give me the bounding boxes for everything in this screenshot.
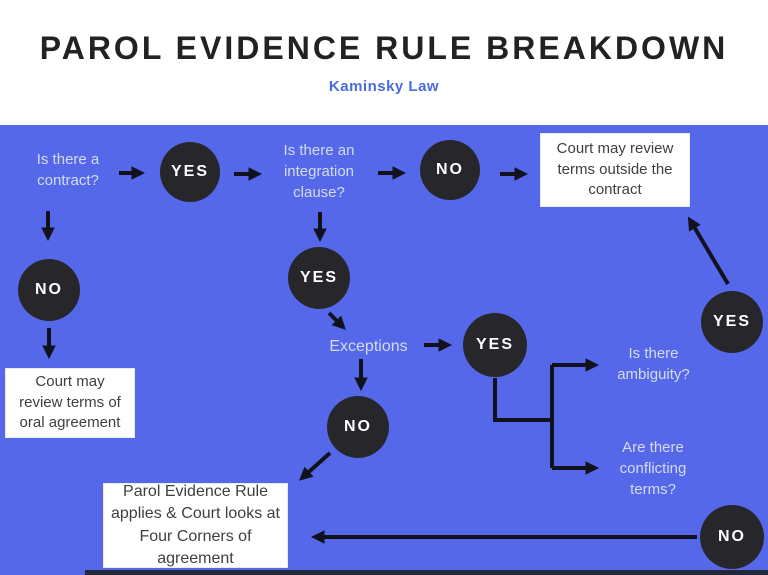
node-yes-exceptions: YES bbox=[463, 313, 527, 377]
question-ambiguity: Is there ambiguity? bbox=[617, 345, 690, 383]
arrow-no-to-fourcorners-box bbox=[298, 451, 332, 481]
bottom-border-bar bbox=[85, 570, 768, 575]
node-yes-ambiguity: YES bbox=[701, 291, 763, 353]
question-exceptions: Exceptions bbox=[329, 338, 408, 355]
node-no-exceptions: NO bbox=[327, 396, 389, 458]
outcome-oral-agreement: Court may review terms of oral agreement bbox=[5, 368, 135, 438]
header: PAROL EVIDENCE RULE BREAKDOWN Kaminsky L… bbox=[0, 0, 768, 125]
question-contract: Is there a contract? bbox=[36, 151, 100, 189]
outcome-four-corners: Parol Evidence Rule applies & Court look… bbox=[103, 483, 288, 568]
node-no-ambiguity: NO bbox=[700, 505, 764, 569]
question-integration: Is there an integration clause? bbox=[283, 142, 355, 201]
node-yes-contract: YES bbox=[160, 142, 220, 202]
arrow-yes-to-exceptions bbox=[327, 311, 346, 330]
node-no-integration: NO bbox=[420, 140, 480, 200]
arrow-yes-to-outside-box bbox=[687, 216, 730, 286]
outcome-outside-contract: Court may review terms outside the contr… bbox=[540, 133, 690, 207]
question-conflicting: Are there conflicting terms? bbox=[619, 439, 687, 498]
flowchart-canvas: Is there a contract? Is there an integra… bbox=[0, 125, 768, 575]
node-no-contract: NO bbox=[18, 259, 80, 321]
node-yes-integration: YES bbox=[288, 247, 350, 309]
brand-name: Kaminsky Law bbox=[328, 78, 440, 95]
connector-yes-elbow bbox=[493, 378, 552, 422]
page-title: PAROL EVIDENCE RULE BREAKDOWN bbox=[39, 30, 729, 66]
